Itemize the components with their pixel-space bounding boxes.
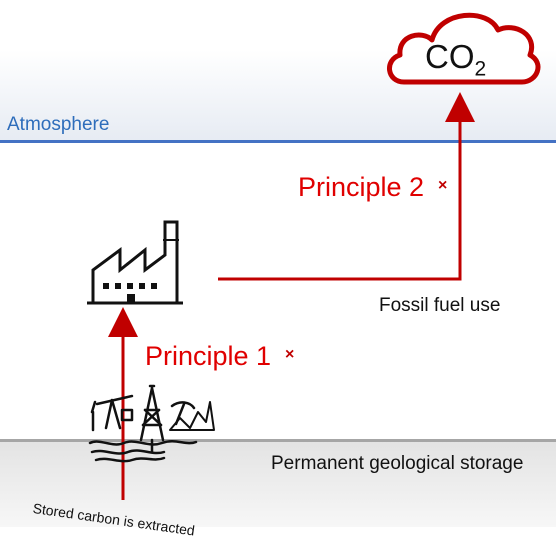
factory-icon: [87, 220, 183, 305]
principle-1-cross-icon: ×: [285, 346, 295, 363]
extraction-icon: [88, 384, 215, 463]
atmosphere-label: Atmosphere: [7, 114, 110, 135]
diagram-graphics: [87, 12, 541, 500]
fossil-fuel-arrow: [218, 92, 475, 281]
co2-subscript: 2: [474, 57, 487, 81]
principle-2-cross-icon: ×: [438, 177, 448, 194]
co2-main-text: CO: [425, 38, 475, 75]
co2-label: CO2: [425, 38, 486, 82]
storage-label: Permanent geological storage: [271, 453, 524, 474]
atmosphere-boundary-line: [0, 140, 556, 143]
ground-boundary-line: [0, 439, 556, 442]
cloud-icon: [387, 12, 541, 85]
geological-storage-region: [0, 441, 556, 527]
fossil-fuel-use-label: Fossil fuel use: [379, 295, 501, 316]
principle-1-label: Principle 1: [145, 341, 272, 371]
principle-2-label: Principle 2: [298, 172, 425, 202]
